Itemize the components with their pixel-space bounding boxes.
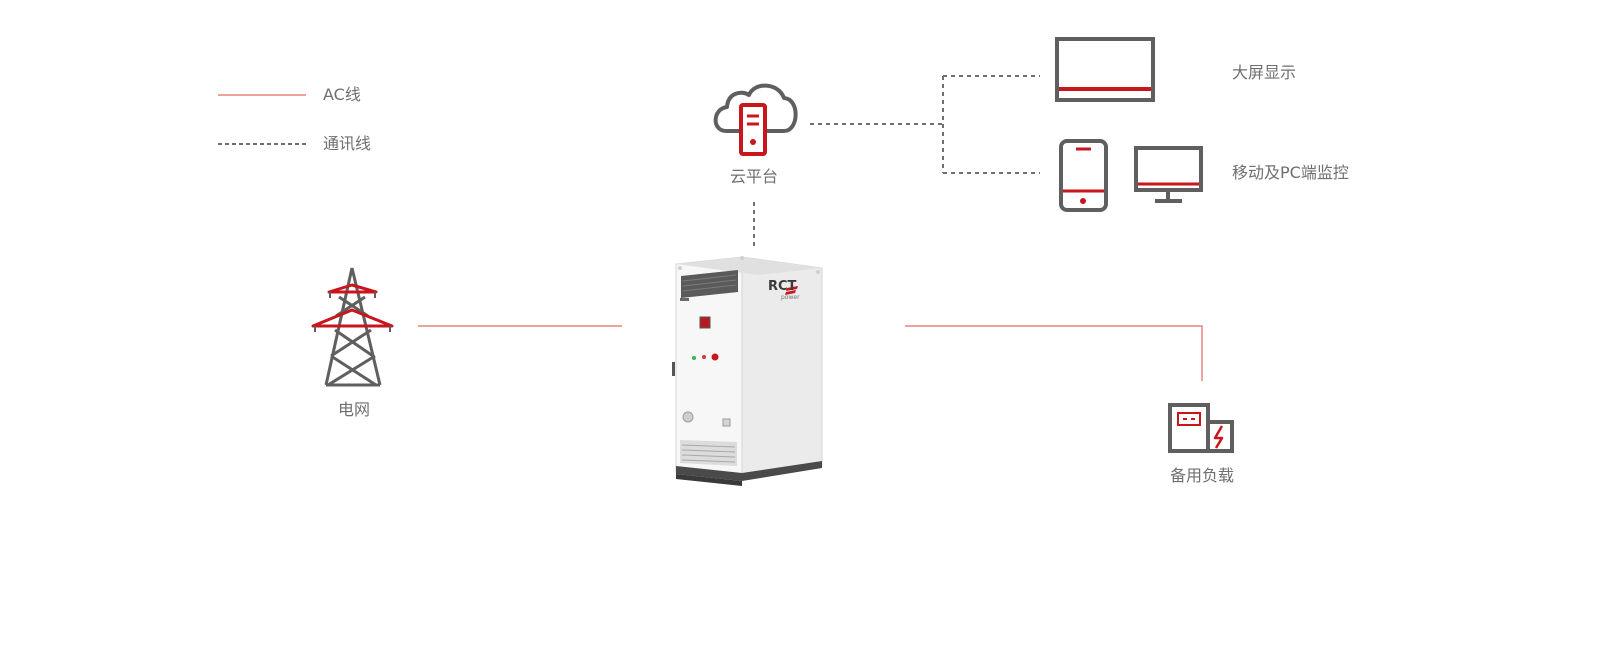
backup-load-icon (1168, 403, 1234, 453)
backup-load-label: 备用负载 (1169, 466, 1235, 485)
cloud-platform-label: 云平台 (729, 167, 779, 186)
grid-label: 电网 (337, 400, 371, 419)
mobile-phone-icon (1059, 139, 1108, 212)
legend-comm-label: 通讯线 (323, 134, 372, 153)
cloud-server-icon (713, 83, 798, 156)
cabinet-brand: RCT (768, 279, 797, 294)
mobile-pc-label: 移动及PC端监控 (1232, 163, 1349, 182)
legend-ac-label: AC线 (323, 85, 361, 104)
ac-lines (418, 325, 1203, 381)
cabinet-sub-brand: power (781, 294, 800, 301)
desktop-monitor-icon (1134, 146, 1203, 203)
comm-lines (753, 75, 1040, 246)
big-screen-icon (1055, 37, 1155, 102)
energy-storage-cabinet (672, 256, 823, 486)
power-tower-icon (311, 267, 394, 387)
big-screen-label: 大屏显示 (1232, 63, 1297, 82)
ac-line-cabinet-to-load (905, 325, 1203, 381)
